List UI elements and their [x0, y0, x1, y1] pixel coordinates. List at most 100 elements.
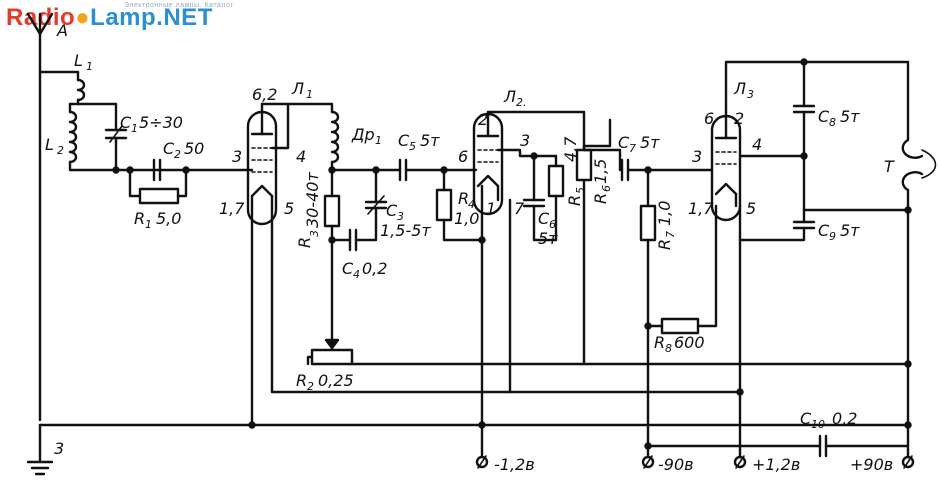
r4-label: R [458, 189, 469, 208]
r6-sub: 6 [600, 185, 613, 192]
coil-l1 [38, 70, 86, 422]
c10-value: 0,2 [832, 409, 857, 428]
capacitor-c10 [646, 434, 910, 458]
potentiometer-r2 [306, 338, 910, 366]
c5-sub: 5 [409, 140, 416, 153]
c9-label: C [818, 221, 830, 240]
r1-label: R [134, 209, 145, 228]
r1-sub: 1 [145, 218, 152, 231]
v2-label: Л [503, 87, 516, 106]
capacitor-c1 [104, 125, 128, 172]
dr1-sub: 1 [375, 134, 382, 147]
r1-value: 5,0 [156, 209, 181, 228]
capacitor-c7 [582, 148, 714, 182]
v2-pin-plate: 2 [478, 110, 488, 129]
resistor-r8 [646, 204, 718, 335]
v2-pin-screen: 3 [520, 131, 530, 150]
c4-label: C [342, 259, 354, 278]
r5-sub: 5 [574, 187, 587, 194]
capacitor-c8 [792, 60, 816, 212]
l2-label: L [45, 135, 54, 154]
r3-label: R [295, 237, 314, 248]
v3-pin-screen: 4 [752, 135, 762, 154]
r5-label: R [565, 195, 584, 206]
c1-value: 5÷30 [139, 113, 183, 132]
c2-label: C [163, 139, 175, 158]
c3-label: C [386, 201, 398, 220]
terminal-plus-90v [901, 455, 915, 469]
l1-sub: 1 [86, 60, 93, 73]
c1-sub: 1 [131, 122, 138, 135]
r6-label: R [591, 193, 610, 204]
resistor-r5 [547, 154, 565, 242]
r2-value: 0,25 [318, 371, 354, 390]
c4-value: 0,2 [362, 259, 387, 278]
c3-value: 1,5-5т [380, 221, 431, 240]
ground-symbol [26, 423, 54, 476]
capacitor-c3 [330, 168, 402, 228]
r4-sub: 4 [468, 198, 475, 211]
r8-sub: 8 [665, 342, 672, 355]
r4-value: 1,0 [454, 209, 479, 228]
choke-dr1 [330, 110, 340, 172]
r3-value: 30-40т [303, 172, 322, 228]
v2-pin-grid: 6 [458, 147, 468, 166]
c9-sub: 9 [829, 230, 836, 243]
logo-lamp-text: Lamp.NET [90, 4, 213, 31]
c1-label: C [120, 113, 132, 132]
c4-sub: 4 [353, 268, 360, 281]
c9-value: 5т [840, 221, 860, 240]
v3-pin-grid: 3 [692, 147, 702, 166]
v2-sub: 2. [516, 96, 527, 109]
l1-label: L [74, 51, 83, 70]
c3-sub: 3 [397, 210, 404, 223]
v2-pin-filament: 1 [486, 199, 496, 218]
v3-pin-plate-6: 6 [704, 109, 714, 128]
lamp-bulb-icon: ● [75, 4, 91, 31]
dr1-label: Др [351, 125, 375, 144]
headphones-icon [901, 138, 937, 458]
c7-label: C [618, 133, 630, 152]
v1-sub: 1 [306, 88, 313, 101]
antenna-label: А [56, 21, 68, 40]
c5-label: C [398, 131, 410, 150]
c2-value: 50 [184, 139, 204, 158]
r5-value: 4,7 [561, 136, 580, 162]
v1-pin-5: 5 [284, 199, 294, 218]
phones-label: Т [884, 157, 895, 176]
r7-sub: 7 [664, 231, 677, 238]
l2-sub: 2 [57, 144, 64, 157]
capacitor-c4 [330, 224, 378, 252]
v1-pin-filament: 1,7 [219, 199, 245, 218]
r6-value: 1,5 [591, 159, 610, 184]
tube-v3 [710, 60, 910, 458]
tube-v1 [246, 102, 290, 427]
r8-label: R [654, 333, 665, 352]
junction-dots [112, 58, 912, 450]
site-logo: Radio●Lamp.NET Электронные лампы. Катало… [6, 2, 233, 32]
c10-label: C [800, 409, 812, 428]
terminal-label-plus-90v: +90в [850, 455, 893, 474]
v2-pin-7: 7 [514, 199, 525, 218]
r3-sub: 3 [308, 230, 321, 237]
c8-sub: 8 [829, 116, 836, 129]
c8-value: 5т [840, 107, 860, 126]
ground-label: 3 [54, 439, 64, 458]
r2-sub: 2 [307, 380, 314, 393]
c5-value: 5т [420, 131, 440, 150]
v3-pin-filament: 1,7 [688, 199, 714, 218]
terminal-plus-1-2v [733, 455, 747, 469]
resistor-r4 [435, 168, 484, 242]
resistor-r1 [128, 168, 188, 205]
v3-sub: 3 [747, 88, 754, 101]
r2-label: R [296, 371, 307, 390]
v3-pin-2: 2 [734, 109, 744, 128]
v1-pin-screen: 4 [296, 147, 306, 166]
c7-value: 5т [640, 133, 660, 152]
coil-l2 [68, 102, 254, 172]
r7-label: R [655, 239, 674, 250]
terminal-minus-90v [641, 455, 655, 469]
c2-sub: 2 [174, 148, 181, 161]
v3-pin-5: 5 [746, 199, 756, 218]
